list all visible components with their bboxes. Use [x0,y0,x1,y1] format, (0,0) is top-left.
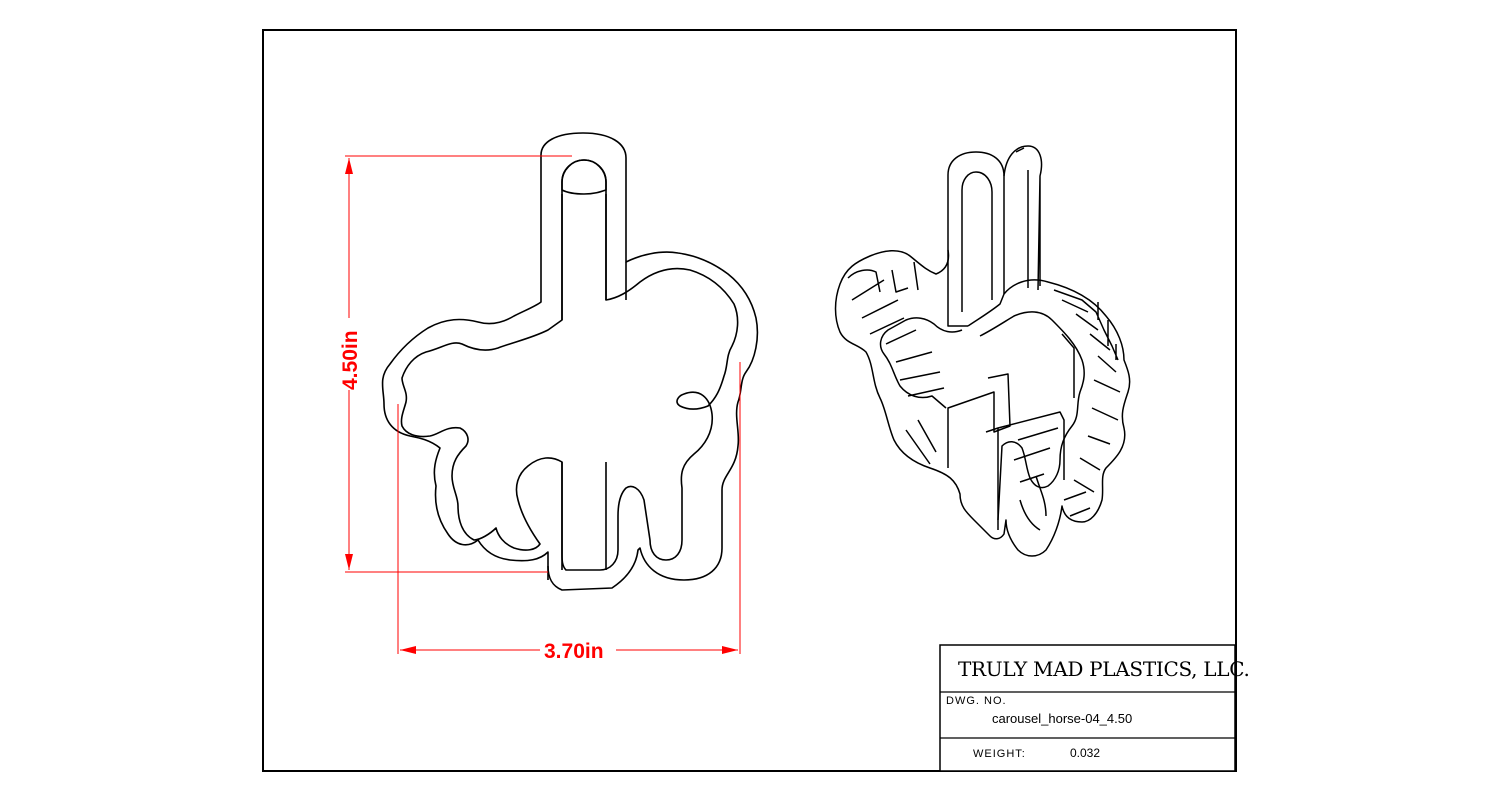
iso-wall-details-right [1053,289,1121,493]
width-arrow-left [400,646,416,654]
front-view [381,132,759,591]
iso-body-outer [834,249,1131,557]
dimension-labels: 4.50in 3.70in [336,318,616,663]
height-dimension-label: 4.50in [339,330,362,390]
sheet-border [262,29,1237,772]
dimensions [345,155,741,654]
iso-body-inner [879,311,1085,521]
title-block: TRULY MAD PLASTICS, LLC. DWG. NO. carous… [939,644,1250,772]
weight-value: 0.032 [1070,746,1100,760]
title-block-frame [939,644,1236,772]
front-view-pole [547,194,627,580]
iso-loop-outer [947,151,1005,327]
iso-wall-details-left [847,261,945,465]
width-label-bg [540,640,616,662]
iso-legs [1019,475,1091,531]
front-view-loop-hole [561,159,607,195]
iso-pole-front [985,411,1065,530]
width-arrow-right [722,646,738,654]
weight-label: WEIGHT: [973,748,1026,760]
height-arrow-top [345,158,353,174]
front-view-inner-outline [400,159,739,571]
iso-loop-inner [961,171,993,312]
dwg-no-label: DWG. NO. [946,695,1007,707]
iso-loop-back [1003,145,1043,291]
height-arrow-bottom [345,554,353,570]
company-name: TRULY MAD PLASTICS, LLC. [958,657,1250,681]
width-dimension-label: 3.70in [544,640,604,663]
isometric-view [834,145,1131,557]
front-view-outer-outline [381,132,759,591]
dwg-no-value: carousel_horse-04_4.50 [992,711,1132,726]
height-label-bg [336,318,362,390]
